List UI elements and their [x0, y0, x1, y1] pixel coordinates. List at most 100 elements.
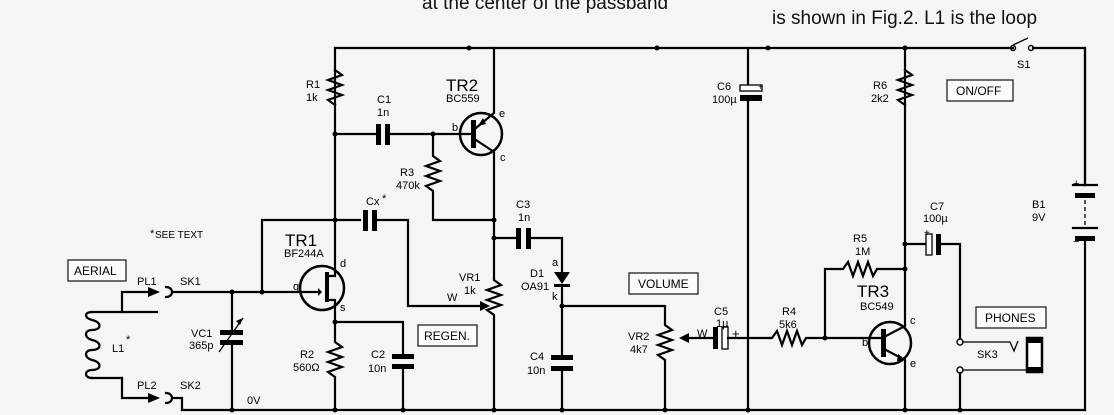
svg-text:PL1: PL1	[137, 276, 157, 288]
svg-text:4k7: 4k7	[630, 344, 648, 356]
onoff-label: ON/OFF	[956, 84, 1001, 98]
svg-text:SK2: SK2	[180, 380, 201, 392]
diode-d1: a D1 OA91 k	[521, 257, 570, 308]
svg-text:+: +	[758, 82, 763, 92]
transistor-tr1: TR1 BF244A d g s	[230, 46, 362, 324]
svg-text:1n: 1n	[518, 212, 530, 224]
phones-jack-sk3[interactable]: SK3	[956, 336, 1044, 412]
svg-text:k: k	[552, 291, 558, 303]
svg-text:PL2: PL2	[137, 380, 157, 392]
transistor-tr2: TR2 BC559 b e c	[446, 46, 506, 222]
svg-text:C1: C1	[377, 94, 391, 106]
resistor-r3: R3 470k	[396, 132, 497, 223]
svg-text:a: a	[552, 257, 559, 269]
svg-text:10n: 10n	[368, 363, 386, 375]
svg-text:2k2: 2k2	[871, 93, 889, 105]
resistor-r2: R2 560Ω	[293, 320, 346, 412]
capacitor-c1: C1 1n	[333, 94, 474, 145]
svg-text:*: *	[382, 193, 387, 205]
ground-label: 0V	[247, 395, 261, 407]
svg-text:+: +	[1073, 178, 1079, 190]
capacitor-c5: C5 1µ +	[687, 306, 772, 350]
svg-text:BC559: BC559	[446, 93, 480, 105]
svg-text:1n: 1n	[377, 107, 389, 119]
svg-text:TR1: TR1	[285, 231, 317, 250]
svg-text:C3: C3	[516, 199, 530, 211]
variable-capacitor-vc1[interactable]: VC1 365p	[189, 289, 244, 412]
header-text-right: is shown in Fig.2. L1 is the loop	[772, 8, 1037, 29]
svg-text:5k6: 5k6	[779, 319, 797, 331]
capacitor-c7: C7 100µ +	[903, 201, 962, 344]
svg-text:C6: C6	[717, 81, 731, 93]
socket-sk2[interactable]: SK2	[164, 380, 201, 412]
svg-text:b: b	[452, 122, 458, 134]
svg-text:−: −	[1073, 236, 1079, 248]
loop-coil-l1: L1 *	[84, 290, 159, 400]
svg-text:OA91: OA91	[521, 281, 549, 293]
onoff-panel	[946, 79, 1014, 102]
resistor-r6: R6 2k2	[871, 45, 916, 107]
capacitor-c2: C2 10n	[333, 320, 414, 412]
svg-text:R4: R4	[782, 306, 796, 318]
svg-text:Cx: Cx	[366, 196, 380, 208]
svg-text:B1: B1	[1032, 199, 1045, 211]
svg-text:e: e	[499, 108, 505, 120]
svg-text:C2: C2	[371, 349, 385, 361]
potentiometer-vr1[interactable]: VR1 1k W	[447, 218, 505, 412]
header-text-left: at the center of the passband	[422, 0, 668, 14]
svg-text:SK1: SK1	[180, 276, 201, 288]
see-text-note: SEE TEXT	[155, 230, 203, 241]
capacitor-c3: C3 1n	[492, 199, 564, 274]
svg-text:100µ: 100µ	[712, 94, 737, 106]
switch-s1[interactable]: S1	[1009, 37, 1035, 71]
svg-text:470k: 470k	[396, 180, 420, 192]
svg-text:d: d	[340, 258, 346, 270]
svg-text:560Ω: 560Ω	[293, 362, 320, 374]
plug-pl2[interactable]: PL2	[137, 380, 160, 403]
svg-text:C5: C5	[714, 306, 728, 318]
regen-panel	[417, 324, 478, 347]
svg-text:R3: R3	[400, 167, 414, 179]
socket-sk1[interactable]: SK1	[164, 276, 234, 299]
svg-text:+: +	[924, 228, 930, 239]
ground-rail	[180, 407, 1087, 413]
svg-text:VR2: VR2	[628, 331, 649, 343]
volume-panel	[628, 272, 699, 295]
svg-text:e: e	[910, 358, 916, 370]
l1-label: L1	[112, 343, 124, 355]
svg-text:c: c	[910, 315, 916, 327]
svg-text:*: *	[150, 228, 155, 240]
svg-text:TR3: TR3	[857, 282, 889, 301]
svg-text:g: g	[293, 281, 299, 293]
svg-text:1µ: 1µ	[716, 318, 729, 330]
phones-panel	[975, 306, 1047, 329]
svg-text:R5: R5	[853, 233, 867, 245]
svg-text:*: *	[126, 334, 131, 346]
svg-text:VC1: VC1	[191, 328, 212, 340]
svg-text:TR2: TR2	[446, 76, 478, 95]
svg-text:SK3: SK3	[977, 349, 998, 361]
svg-text:BF244A: BF244A	[284, 248, 324, 260]
aerial-label: AERIAL	[74, 264, 117, 278]
plug-pl1[interactable]: PL1	[137, 276, 160, 297]
svg-text:c: c	[500, 152, 506, 164]
transistor-tr3: TR3 BC549 b c e	[823, 46, 916, 412]
svg-text:1k: 1k	[464, 285, 476, 297]
svg-text:9V: 9V	[1032, 212, 1046, 224]
positive-rail	[333, 45, 1087, 187]
svg-text:1M: 1M	[855, 246, 870, 258]
capacitor-cx: Cx *	[332, 193, 490, 311]
svg-text:10n: 10n	[527, 365, 545, 377]
svg-text:W: W	[697, 328, 708, 340]
svg-text:R1: R1	[306, 79, 320, 91]
resistor-r1: R1 1k	[306, 68, 346, 107]
capacitor-c6: C6 100µ +	[712, 46, 763, 412]
resistor-r5: R5 1M	[823, 233, 908, 340]
volume-label: VOLUME	[638, 277, 689, 291]
svg-text:s: s	[340, 302, 346, 314]
potentiometer-vr2[interactable]: VR2 4k7 W	[560, 304, 708, 412]
svg-text:100µ: 100µ	[923, 213, 948, 225]
resistor-r4: R4 5k6	[768, 306, 828, 349]
svg-text:BC549: BC549	[860, 301, 894, 313]
